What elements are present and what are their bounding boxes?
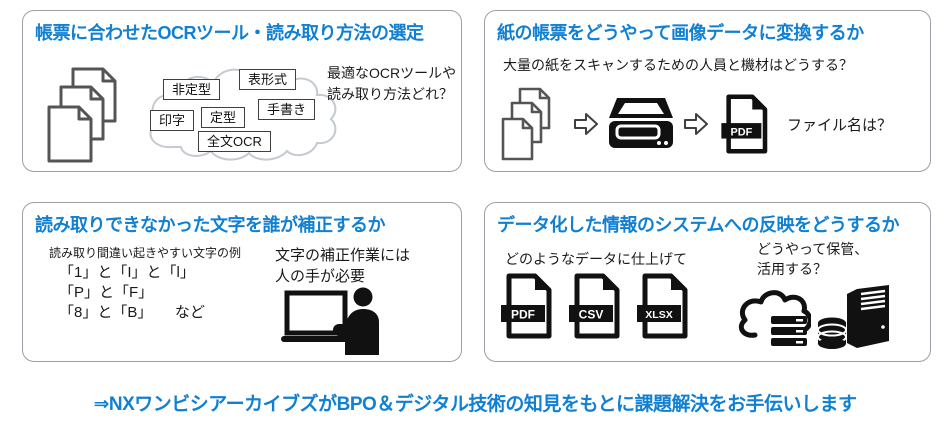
database-server-icon xyxy=(815,285,893,349)
correction-subtitle: 読み取り間違い起きやすい文字の例 xyxy=(49,246,242,260)
ocr-type-tag: 表形式 xyxy=(239,69,297,90)
panel-correction: 読み取りできなかった文字を誰が補正するか 読み取り間違い起きやすい文字の例 「1… xyxy=(22,202,462,362)
pdf-file-label: PDF xyxy=(730,126,752,138)
pdf-file-icon: PDF xyxy=(499,273,555,339)
misread-example: 「1」と「I」と「l」 xyxy=(59,264,195,281)
pdf-file-label: PDF xyxy=(511,308,535,322)
pdf-file-icon: PDF xyxy=(719,94,771,154)
panel-ocr-title: 帳票に合わせたOCRツール・読み取り方法の選定 xyxy=(35,23,424,43)
panel-ocr-selection: 帳票に合わせたOCRツール・読み取り方法の選定 非定型 表形式 印字 定型 手書… xyxy=(22,10,462,172)
ocr-type-tag: 手書き xyxy=(258,99,316,120)
person-laptop-icon xyxy=(279,287,379,355)
csv-file-icon: CSV xyxy=(567,273,623,339)
misread-examples: 「1」と「I」と「l」 「P」と「F」 「8」と「B」 など xyxy=(59,263,205,323)
scan-question-text: 大量の紙をスキャンするための人員と機材はどうする？ xyxy=(503,57,853,73)
scanner-icon xyxy=(609,98,673,150)
panel-correction-title: 読み取りできなかった文字を誰が補正するか xyxy=(35,215,386,235)
document-stack-icon xyxy=(501,87,563,161)
panel-system-title: データ化した情報のシステムへの反映をどうするか xyxy=(497,215,899,235)
ocr-type-tag: 非定型 xyxy=(163,79,221,100)
panel-scan: 紙の帳票をどうやって画像データに変換するか 大量の紙をスキャンするための人員と機… xyxy=(484,10,931,172)
misread-example: 「P」と「F」 xyxy=(59,284,154,301)
arrow-right-icon xyxy=(573,111,599,137)
footer-tagline: ⇒NXワンビシアーカイブズがBPO＆デジタル技術の知見をもとに課題解決をお手伝い… xyxy=(93,394,857,415)
correction-note: 文字の補正作業には 人の手が必要 xyxy=(275,247,411,285)
panel-system: データ化した情報のシステムへの反映をどうするか どのようなデータに仕上げて どう… xyxy=(484,202,931,362)
document-stack-icon xyxy=(47,67,137,165)
arrow-right-icon xyxy=(683,111,709,137)
system-question-right: どうやって保管、 活用する？ xyxy=(757,241,869,278)
ocr-type-tag: 印字 xyxy=(150,110,195,131)
csv-file-label: CSV xyxy=(579,308,604,322)
cloud-server-icon xyxy=(735,289,811,347)
xlsx-file-icon: XLSX xyxy=(635,273,691,339)
misread-example: 「8」と「B」 など xyxy=(59,304,205,321)
xlsx-file-label: XLSX xyxy=(645,309,672,321)
system-question-left: どのようなデータに仕上げて xyxy=(505,251,687,267)
panel-scan-title: 紙の帳票をどうやって画像データに変換するか xyxy=(497,23,864,43)
ocr-type-tag: 全文OCR xyxy=(198,131,271,152)
filename-question-text: ファイル名は？ xyxy=(787,116,893,134)
ocr-question-text: 最適なOCRツールや 読み取り方法どれ？ xyxy=(327,65,457,102)
ocr-type-tag: 定型 xyxy=(201,107,246,128)
